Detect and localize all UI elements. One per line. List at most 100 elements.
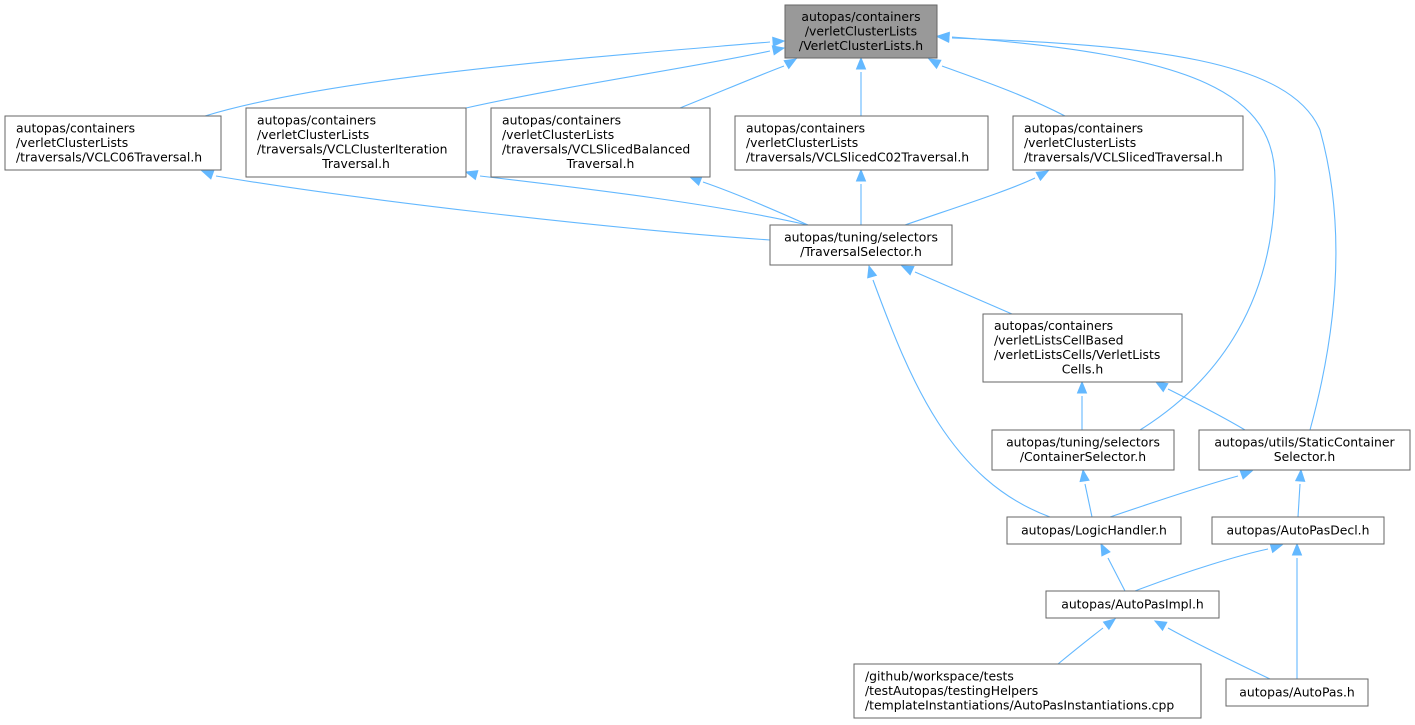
node-box bbox=[490, 107, 711, 178]
edge-arrowhead bbox=[1076, 380, 1088, 394]
node-label-line: /traversals/VCLSlicedBalanced bbox=[502, 142, 690, 157]
edge-travsel-to-vclcluster bbox=[464, 170, 809, 226]
edge-line bbox=[941, 65, 1066, 117]
edge-autopas-to-decl bbox=[1291, 542, 1303, 679]
node-travsel[interactable]: autopas/tuning/selectors/TraversalSelect… bbox=[769, 224, 953, 266]
edge-arrowhead bbox=[771, 45, 786, 56]
edge-line bbox=[1167, 627, 1271, 680]
edge-line bbox=[215, 175, 771, 241]
node-impl[interactable]: autopas/AutoPasImpl.h bbox=[1045, 590, 1220, 619]
edge-travsel-to-vclslicedbal bbox=[688, 176, 809, 226]
edge-line bbox=[465, 50, 771, 109]
edge-logic-to-contsel bbox=[1079, 468, 1093, 518]
edge-line bbox=[904, 177, 1036, 226]
edge-inst-to-impl bbox=[1057, 618, 1117, 665]
node-label-line: autopas/containers bbox=[502, 113, 621, 128]
node-label-line: /templateInstantiations/AutoPasInstantia… bbox=[865, 697, 1174, 712]
node-box bbox=[991, 429, 1175, 471]
edge-line bbox=[679, 65, 785, 109]
edge-arrowhead bbox=[900, 265, 915, 276]
node-label-line: /verletClusterLists bbox=[1024, 135, 1136, 150]
node-label-line: /verletClusterLists bbox=[16, 135, 128, 150]
edge-logic-to-travsel bbox=[867, 264, 1051, 518]
edge-arrowhead bbox=[1154, 381, 1169, 393]
edge-arrowhead bbox=[936, 32, 950, 44]
node-decl[interactable]: autopas/AutoPasDecl.h bbox=[1211, 516, 1385, 545]
root-node-box bbox=[784, 4, 938, 59]
edge-line bbox=[204, 41, 771, 117]
edge-arrowhead bbox=[772, 36, 786, 48]
node-box bbox=[1006, 516, 1182, 545]
edge-line bbox=[1167, 388, 1246, 431]
node-label-line: Traversal.h bbox=[566, 156, 635, 171]
node-label-line: /verletClusterLists bbox=[502, 127, 614, 142]
edge-arrowhead bbox=[1153, 620, 1168, 632]
edge-line bbox=[1057, 627, 1104, 665]
node-label-line: /traversals/VCLClusterIteration bbox=[257, 142, 447, 157]
edge-decl-to-staticsel bbox=[1294, 468, 1306, 518]
node-label-line: autopas/AutoPasImpl.h bbox=[1061, 596, 1204, 611]
node-contsel[interactable]: autopas/tuning/selectors/ContainerSelect… bbox=[991, 429, 1175, 471]
edge-arrowhead bbox=[1102, 618, 1117, 631]
edge-arrowhead bbox=[867, 264, 878, 279]
edge-arrowhead bbox=[1269, 543, 1284, 554]
node-label-line: /traversals/VCLC06Traversal.h bbox=[16, 149, 202, 164]
node-box bbox=[853, 663, 1202, 719]
node-box bbox=[982, 313, 1183, 383]
edge-vlcells-to-travsel bbox=[900, 265, 1013, 315]
edge-arrowhead bbox=[1079, 468, 1090, 483]
node-vlcells[interactable]: autopas/containers/verletListsCellBased/… bbox=[982, 313, 1183, 383]
node-label-line: /verletListsCellBased bbox=[994, 333, 1123, 348]
node-vclc06[interactable]: autopas/containers/verletClusterLists/tr… bbox=[4, 115, 222, 171]
node-label-line: /VerletClusterLists.h bbox=[799, 38, 923, 53]
node-box bbox=[769, 224, 953, 266]
node-label-line: Cells.h bbox=[1062, 362, 1103, 377]
edge-contsel-to-vlcells bbox=[1076, 380, 1088, 430]
node-vcl[interactable]: autopas/containers/verletClusterLists/Ve… bbox=[784, 4, 938, 59]
node-label-line: autopas/tuning/selectors bbox=[1006, 435, 1160, 450]
node-box bbox=[1225, 678, 1369, 707]
edge-line bbox=[951, 36, 1276, 431]
node-box bbox=[734, 115, 989, 171]
nodes-layer: autopas/containers/verletClusterLists/Ve… bbox=[4, 4, 1411, 719]
edge-travsel-to-vclc06 bbox=[200, 169, 771, 241]
edge-logic-to-staticsel bbox=[1109, 469, 1254, 518]
node-inst[interactable]: /github/workspace/tests/testAutopas/test… bbox=[853, 663, 1202, 719]
node-vclsliced[interactable]: autopas/containers/verletClusterLists/tr… bbox=[1012, 115, 1244, 171]
node-box bbox=[1012, 115, 1244, 171]
edge-travsel-to-vclsliced bbox=[904, 170, 1050, 226]
edge-impl-to-logic bbox=[1100, 542, 1126, 592]
edge-line bbox=[702, 181, 809, 226]
node-vclslicedbal[interactable]: autopas/containers/verletClusterLists/tr… bbox=[490, 107, 711, 178]
edges-layer bbox=[200, 31, 1337, 680]
node-label-line: autopas/tuning/selectors bbox=[784, 230, 938, 245]
node-label-line: autopas/containers bbox=[746, 120, 865, 135]
node-autopas[interactable]: autopas/AutoPas.h bbox=[1225, 678, 1369, 707]
node-label-line: /verletClusterLists bbox=[746, 135, 858, 150]
edge-line bbox=[1297, 483, 1301, 518]
node-label-line: /traversals/VCLSlicedTraversal.h bbox=[1024, 149, 1223, 164]
edge-travsel-to-vclslicedc02 bbox=[855, 168, 867, 225]
node-label-line: /testAutopas/testingHelpers bbox=[865, 683, 1038, 698]
edge-arrowhead bbox=[1100, 542, 1111, 557]
node-label-line: /verletClusterLists bbox=[805, 23, 917, 38]
node-label-line: autopas/containers bbox=[994, 318, 1113, 333]
edge-line bbox=[914, 271, 1013, 315]
edge-line bbox=[872, 279, 1051, 518]
edge-arrowhead bbox=[855, 56, 867, 70]
node-vclslicedc02[interactable]: autopas/containers/verletClusterLists/tr… bbox=[734, 115, 989, 171]
edge-arrowhead bbox=[1291, 542, 1303, 556]
node-label-line: /github/workspace/tests bbox=[865, 668, 1014, 683]
node-label-line: autopas/containers bbox=[16, 120, 135, 135]
node-logic[interactable]: autopas/LogicHandler.h bbox=[1006, 516, 1182, 545]
edge-line bbox=[1109, 475, 1239, 518]
node-box bbox=[245, 107, 467, 178]
edge-staticsel-to-vlcells bbox=[1154, 381, 1246, 431]
node-label-line: /verletListsCells/VerletLists bbox=[994, 347, 1160, 362]
edge-autopas-to-impl bbox=[1153, 620, 1271, 680]
node-vclcluster[interactable]: autopas/containers/verletClusterLists/tr… bbox=[245, 107, 467, 178]
edge-arrowhead bbox=[1239, 469, 1254, 480]
node-label-line: Selector.h bbox=[1274, 449, 1336, 464]
node-label-line: /traversals/VCLSlicedC02Traversal.h bbox=[746, 149, 969, 164]
